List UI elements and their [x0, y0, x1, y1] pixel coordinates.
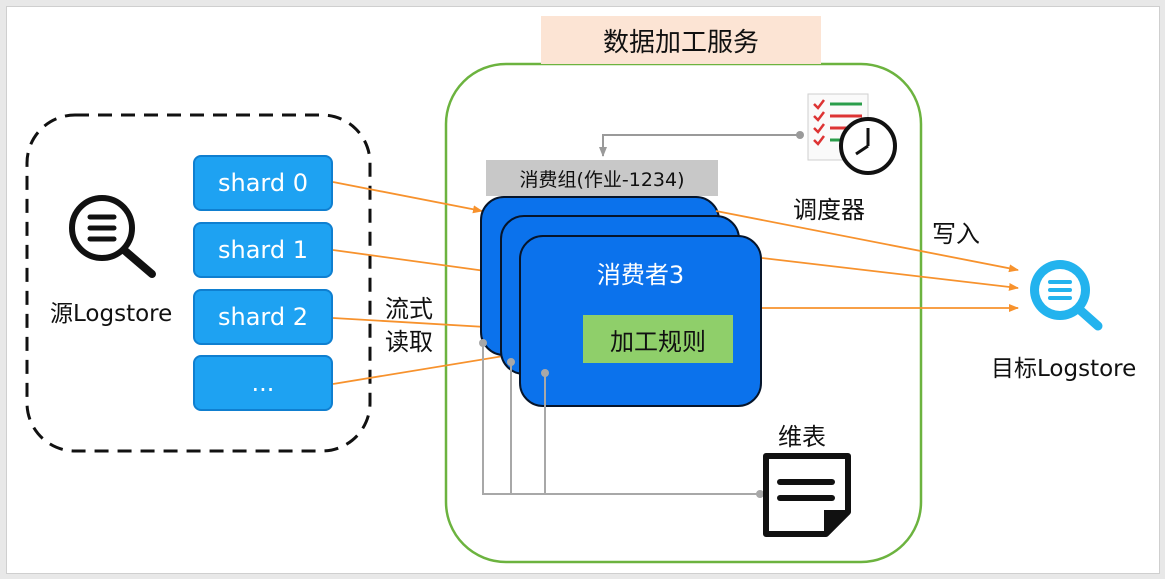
shard-0: shard 0 [193, 155, 333, 211]
write-arrow-2 [761, 257, 1019, 291]
scheduler-icon [807, 93, 897, 175]
source-container [25, 113, 372, 453]
stream-arrow-3 [332, 350, 523, 385]
consumer-label: 消费者3 [596, 261, 685, 289]
shard-1: shard 1 [193, 222, 333, 278]
write-arrow-1 [715, 210, 1019, 273]
scheduler-line [599, 134, 800, 157]
write-label: 写入 [932, 220, 980, 248]
dimension-table-icon [763, 453, 851, 537]
stream-arrow-1 [332, 249, 501, 276]
service-container [444, 62, 923, 564]
dimension-lines [482, 343, 760, 495]
shard-more: ... [193, 355, 333, 411]
shard-2: shard 2 [193, 289, 333, 345]
target-logstore-icon [1030, 260, 1103, 331]
stream-arrow-0 [332, 181, 483, 214]
consumer-card-3: 消费者3 加工规则 [519, 235, 762, 407]
stream-read-label-line1: 流式 [385, 295, 433, 323]
transform-rule-box: 加工规则 [583, 315, 733, 363]
source-logstore-icon [69, 195, 156, 278]
dimension-table-label: 维表 [778, 423, 826, 451]
service-title: 数据加工服务 [541, 16, 821, 64]
stream-read-label-line2: 读取 [385, 328, 433, 356]
consumer-group-label: 消费组(作业-1234) [486, 160, 718, 196]
source-logstore-label: 源Logstore [50, 301, 173, 327]
target-logstore-label: 目标Logstore [991, 356, 1137, 382]
scheduler-label: 调度器 [793, 196, 865, 224]
